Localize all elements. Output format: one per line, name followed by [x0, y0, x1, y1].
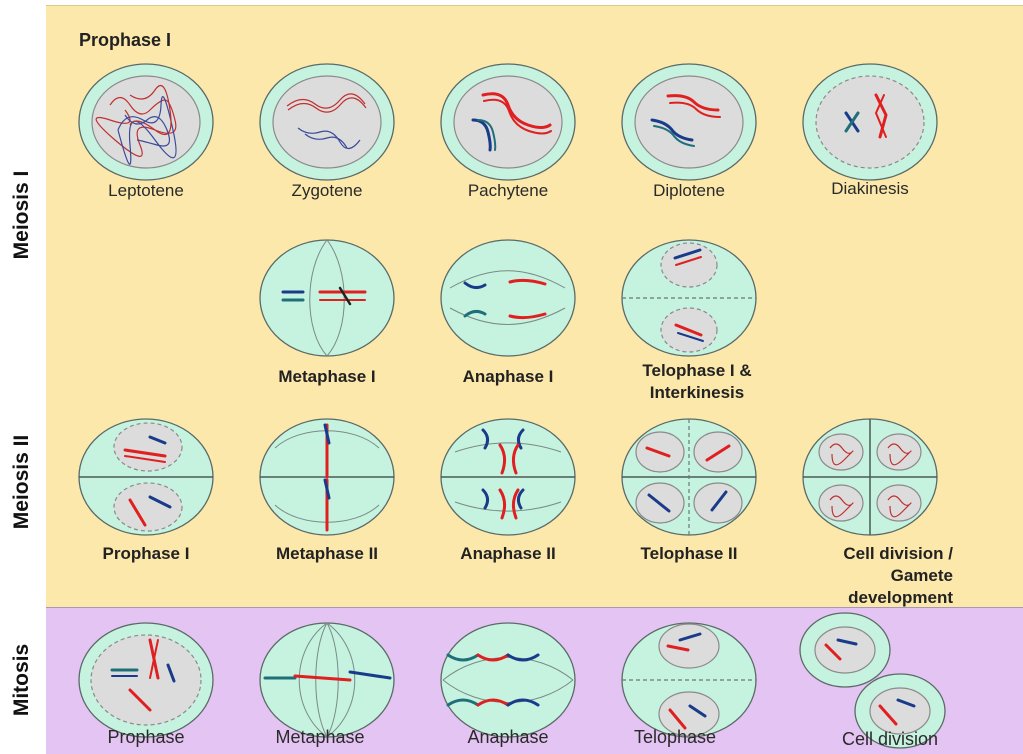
diplotene-cell: [622, 64, 756, 180]
label-cell-division: Cell division: [842, 728, 938, 750]
label-diplotene: Diplotene: [653, 180, 725, 202]
cell-division-gamete-cell: [803, 419, 937, 535]
diakinesis-cell: [803, 64, 937, 180]
label-pachytene: Pachytene: [468, 180, 548, 202]
pachytene-cell: [441, 64, 575, 180]
label-diakinesis: Diakinesis: [831, 178, 908, 200]
label-metaphase-1: Metaphase I: [278, 366, 375, 388]
label-leptotene: Leptotene: [108, 180, 184, 202]
label-prophase-1b: Prophase I: [103, 543, 190, 565]
anaphase-1-cell: [441, 240, 575, 356]
label-anaphase-1: Anaphase I: [463, 366, 554, 388]
label-telophase: Telophase: [634, 726, 716, 748]
label-telophase-1: Telophase I & Interkinesis: [642, 360, 751, 404]
label-prophase: Prophase: [107, 726, 184, 748]
label-metaphase: Metaphase: [275, 726, 364, 748]
label-anaphase-2: Anaphase II: [460, 543, 555, 565]
label-cell-division-gamete: Cell division / Gamete development: [813, 543, 953, 609]
telophase-1-cell: [622, 240, 756, 356]
prophase-cell: [79, 623, 213, 737]
metaphase-1-cell: [260, 240, 394, 356]
zygotene-cell: [260, 64, 394, 180]
label-telophase-2: Telophase II: [641, 543, 738, 565]
label-anaphase: Anaphase: [467, 726, 548, 748]
metaphase-cell: [260, 623, 394, 737]
telophase-cell: [622, 623, 756, 737]
label-zygotene: Zygotene: [292, 180, 363, 202]
prophase-1b-cell: [79, 419, 213, 535]
telophase-2-cell: [622, 419, 756, 535]
metaphase-2-cell: [260, 419, 394, 535]
anaphase-cell: [441, 623, 575, 737]
label-metaphase-2: Metaphase II: [276, 543, 378, 565]
anaphase-2-cell: [441, 419, 575, 535]
leptotene-cell: [79, 64, 213, 180]
